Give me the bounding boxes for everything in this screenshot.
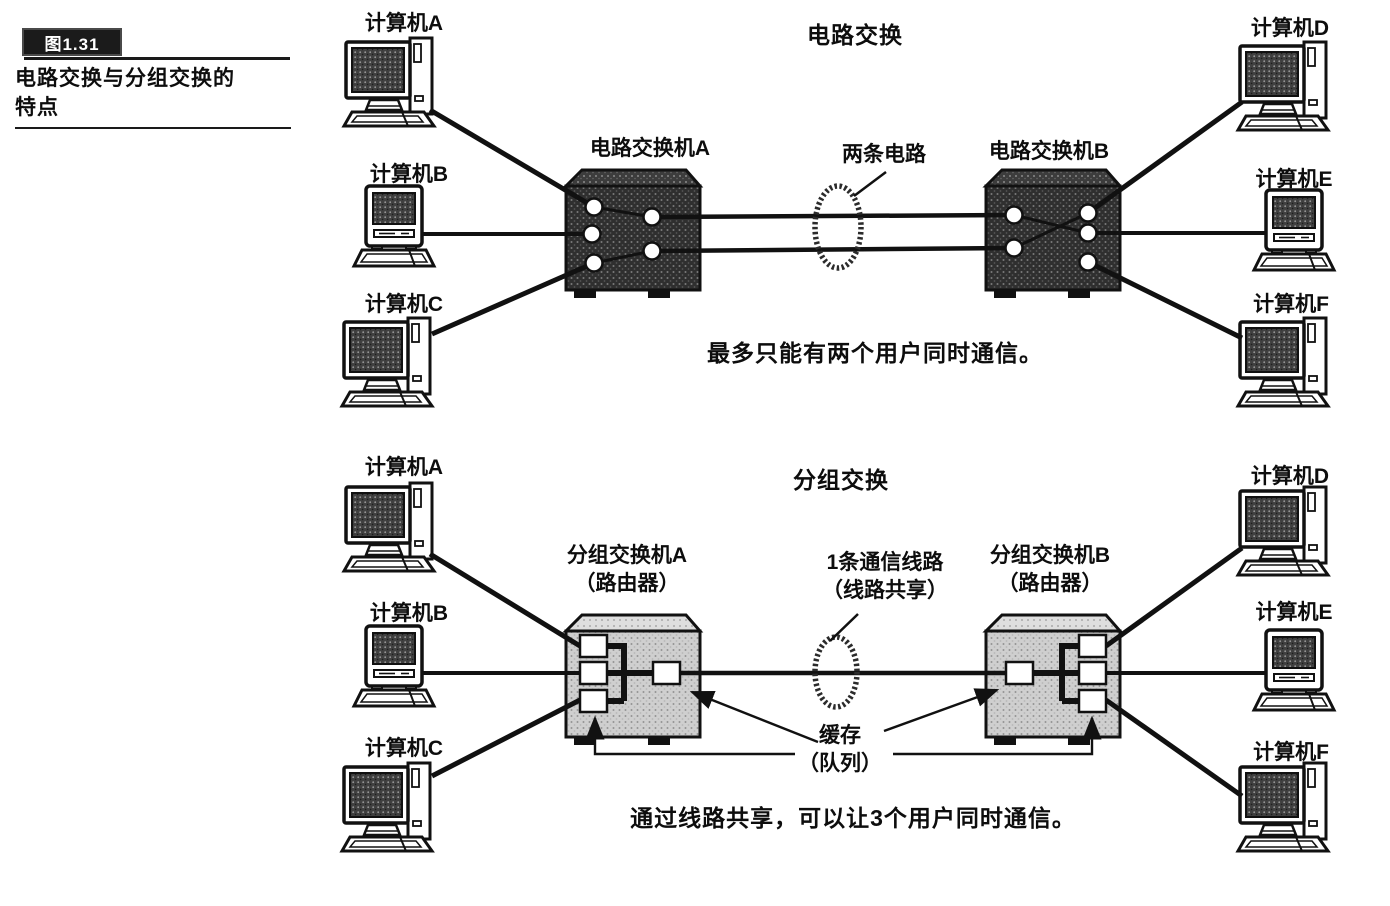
caption-rule-bottom <box>15 127 291 129</box>
buffer-label: 缓存 （队列） <box>798 722 882 778</box>
caption-rule-top <box>24 57 290 60</box>
computer-a2-icon <box>342 481 436 573</box>
buffer-leaders <box>585 688 1102 756</box>
circuit-switch-b-label: 电路交换机B <box>988 140 1110 163</box>
computer-e-icon <box>1252 188 1336 272</box>
computer-d-label: 计算机D <box>1250 17 1330 40</box>
computer-d2-label: 计算机D <box>1250 465 1330 488</box>
circuit-links <box>422 99 1266 341</box>
packet-title: 分组交换 <box>793 467 889 493</box>
buffer-label-line1: 缓存 <box>819 724 861 747</box>
two-circuits-leader <box>853 171 887 197</box>
computer-b-label: 计算机B <box>369 163 449 186</box>
computer-e-label: 计算机E <box>1255 168 1333 191</box>
figure-caption-line2: 特点 <box>15 96 59 119</box>
circuit-caption: 最多只能有两个用户同时通信。 <box>707 340 1043 366</box>
computer-c-label: 计算机C <box>364 293 444 316</box>
computer-b2-icon <box>352 624 436 708</box>
shared-line-label: 1条通信线路 （线路共享） <box>822 549 948 605</box>
packet-switch-a-label-line1: 分组交换机A <box>566 544 688 567</box>
computer-e2-icon <box>1252 628 1336 712</box>
computer-b2-label: 计算机B <box>369 602 449 625</box>
two-circuits-ellipse <box>812 183 864 271</box>
computer-c2-label: 计算机C <box>364 737 444 760</box>
packet-switch-b-label-line2: （路由器） <box>997 572 1103 595</box>
computer-a-label: 计算机A <box>364 12 444 35</box>
computer-d-icon <box>1236 40 1330 132</box>
two-circuits-label: 两条电路 <box>842 143 926 166</box>
figure-badge: 图1.31 <box>24 30 120 54</box>
packet-switch-b-label-line1: 分组交换机B <box>989 544 1111 567</box>
packet-switch-buffers <box>578 633 1108 714</box>
packet-switch-a-label: 分组交换机A （路由器） <box>567 542 687 598</box>
computer-e2-label: 计算机E <box>1255 601 1333 624</box>
computer-f2-label: 计算机F <box>1253 741 1329 764</box>
circuit-switch-a-label: 电路交换机A <box>589 137 711 160</box>
shared-line-leader <box>829 613 859 642</box>
packet-switch-b-label: 分组交换机B （路由器） <box>990 542 1110 598</box>
computer-f-icon <box>1236 316 1330 408</box>
circuit-switch-ports <box>582 197 1098 273</box>
computer-a2-label: 计算机A <box>364 456 444 479</box>
packet-switch-a-label-line2: （路由器） <box>574 572 680 595</box>
computer-c2-icon <box>340 761 434 853</box>
figure-caption: 电路交换与分组交换的 特点 <box>15 64 235 122</box>
packet-switch-a-pipes <box>607 643 653 704</box>
computer-f2-icon <box>1236 761 1330 853</box>
circuit-title: 电路交换 <box>807 22 903 48</box>
shared-line-label-line1: 1条通信线路 <box>826 551 944 574</box>
figure-caption-line1: 电路交换与分组交换的 <box>15 67 235 90</box>
shared-line-ellipse <box>812 634 860 710</box>
computer-c-icon <box>340 316 434 408</box>
packet-switch-b-pipes <box>1033 643 1079 704</box>
packet-links <box>422 545 1266 799</box>
computer-d2-icon <box>1236 485 1330 577</box>
computer-a-icon <box>342 36 436 128</box>
computer-b-icon <box>352 184 436 268</box>
buffer-label-line2: （队列） <box>798 752 882 775</box>
shared-line-label-line2: （线路共享） <box>822 579 948 602</box>
packet-caption: 通过线路共享，可以让3个用户同时通信。 <box>630 805 1076 831</box>
computer-f-label: 计算机F <box>1253 293 1329 316</box>
